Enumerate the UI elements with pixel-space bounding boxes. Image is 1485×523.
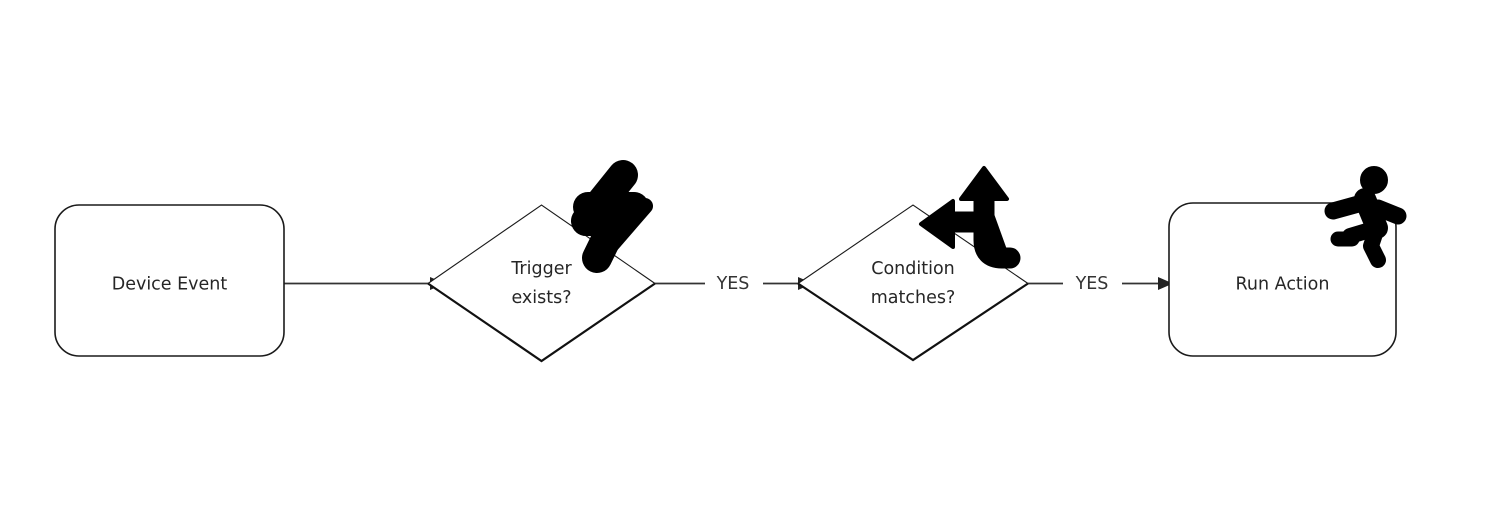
run-action-label: Run Action <box>1236 275 1330 295</box>
node-trigger-exists[interactable]: Trigger exists? <box>427 204 656 363</box>
edge-device-event-to-trigger <box>284 277 445 290</box>
branch-arrows-icon <box>919 166 1021 269</box>
edge-trigger-to-condition: YES <box>655 274 813 294</box>
trigger-diamond-top-edges <box>427 204 656 284</box>
running-person-icon <box>1324 166 1407 268</box>
condition-diamond-bottom-edges <box>797 282 1029 362</box>
condition-label-line1: Condition <box>871 259 955 279</box>
condition-label-line2: matches? <box>871 288 956 308</box>
node-device-event[interactable]: Device Event <box>54 204 285 357</box>
node-condition-matches[interactable]: Condition matches? <box>797 204 1029 362</box>
edge-condition-to-run-action: YES <box>1028 274 1173 294</box>
trigger-label-line2: exists? <box>511 288 571 308</box>
device-event-label: Device Event <box>112 275 228 295</box>
trigger-diamond-bottom-edges <box>427 282 656 363</box>
edge-3-arrowhead <box>1158 277 1173 290</box>
lightning-bolt-icon <box>571 160 653 273</box>
trigger-label-line1: Trigger <box>510 259 572 279</box>
edge-2-label: YES <box>716 274 750 294</box>
device-event-box[interactable] <box>54 204 285 357</box>
edge-3-label: YES <box>1075 274 1109 294</box>
